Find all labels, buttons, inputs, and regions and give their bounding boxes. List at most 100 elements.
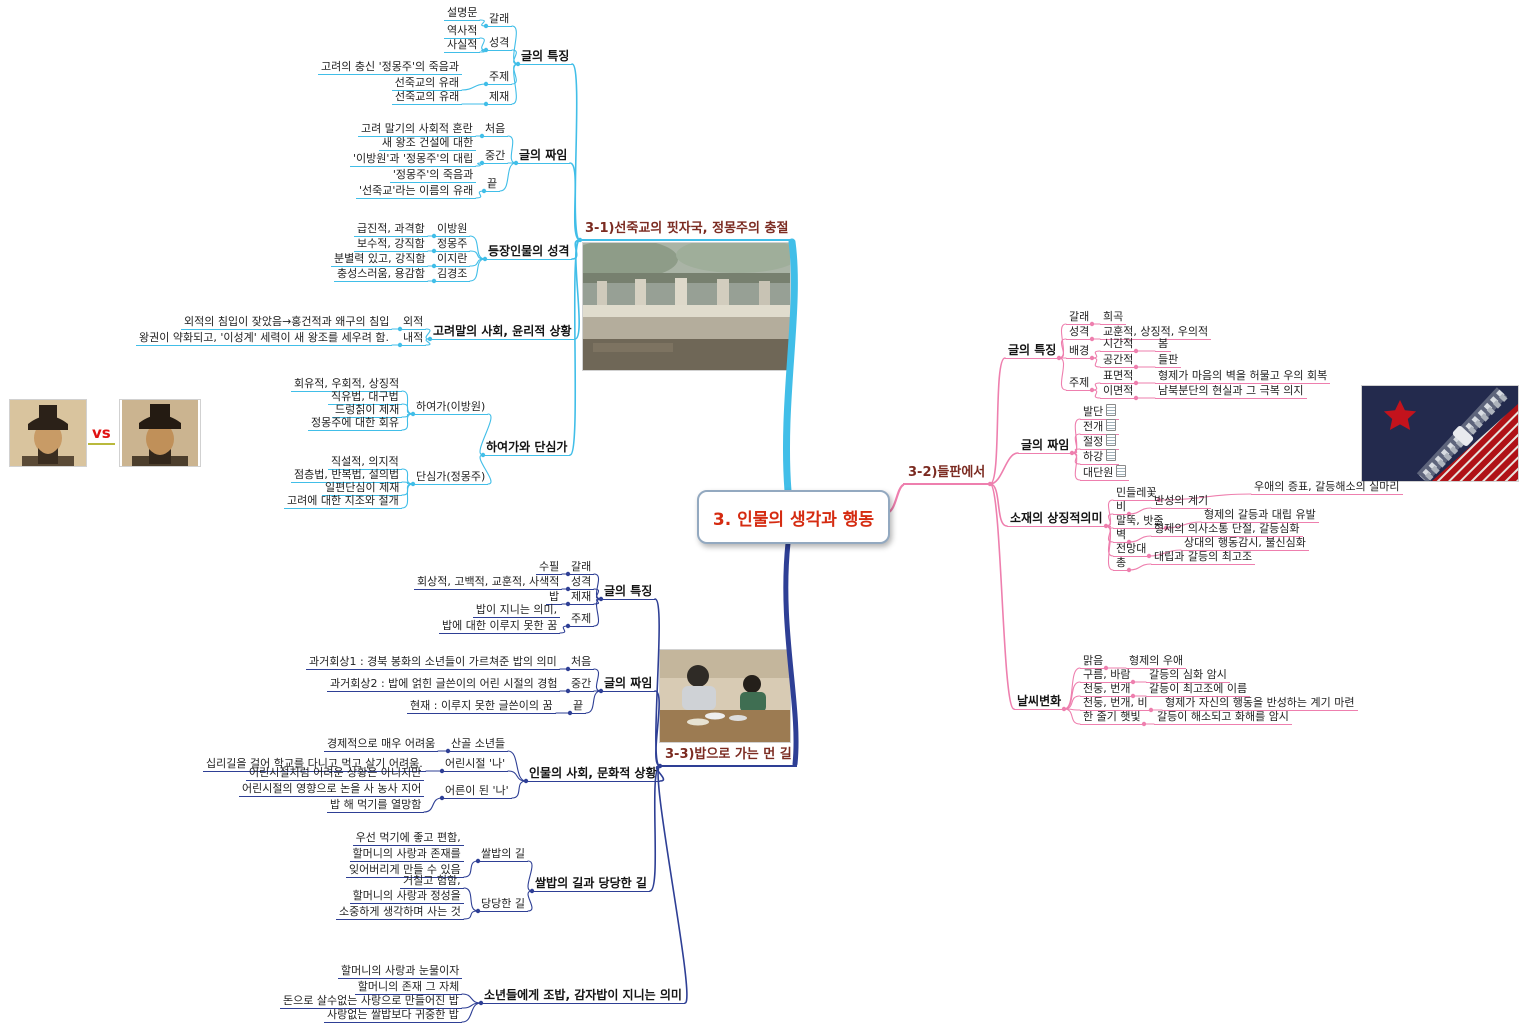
topic-3-3-features[interactable]: 글의 특징 <box>601 583 656 600</box>
mindmap-node-c2361[interactable]: 대립과 갈등의 최고조 <box>1151 549 1256 565</box>
mindmap-node-c1121[interactable]: 역사적 <box>444 23 481 39</box>
mindmap-node-c1331[interactable]: 분별력 있고, 강직함 <box>331 251 429 267</box>
portrait-left-photo[interactable] <box>10 400 86 466</box>
mindmap-node-k213[interactable]: 배경 <box>1066 343 1093 359</box>
mindmap-node-k2141[interactable]: 표면적 <box>1100 368 1137 384</box>
mindmap-node-k121[interactable]: 처음 <box>482 121 509 137</box>
mindmap-node-k332[interactable]: 어린시절 '나' <box>442 756 509 772</box>
mindmap-node-k211[interactable]: 갈래 <box>1066 309 1093 325</box>
mindmap-node-k241[interactable]: 맑음 <box>1080 653 1107 669</box>
mindmap-node-c2311[interactable]: 우애의 증표, 갈등해소의 실마리 <box>1251 479 1403 495</box>
mindmap-node-k311[interactable]: 갈래 <box>568 559 595 575</box>
mindmap-node-c1511[interactable]: 회유적, 우회적, 상징적 <box>291 376 403 392</box>
mindmap-node-c1321[interactable]: 보수적, 강직함 <box>354 236 428 252</box>
mindmap-node-k323[interactable]: 끝 <box>570 698 587 714</box>
mindmap-node-c1111[interactable]: 설명문 <box>444 5 481 21</box>
mindmap-node-c3311[interactable]: 경제적으로 매우 어려움 <box>324 736 439 752</box>
mindmap-node-k225[interactable]: 대단원 <box>1080 465 1130 481</box>
mindmap-node-c2111[interactable]: 희곡 <box>1100 309 1127 325</box>
mindmap-node-c1522[interactable]: 점층법, 반복법, 설의법 <box>291 467 403 483</box>
topic-3-2-symbols[interactable]: 소재의 상징적의미 <box>1007 510 1106 527</box>
mindmap-node-c21421[interactable]: 남북분단의 현실과 그 극복 의지 <box>1155 383 1307 399</box>
mindmap-node-k131[interactable]: 이방원 <box>434 221 471 237</box>
mindmap-node-c2411[interactable]: 형제의 우애 <box>1126 653 1187 669</box>
mindmap-node-c1524[interactable]: 고려에 대한 지조와 절개 <box>284 493 402 509</box>
mindmap-node-k134[interactable]: 김경조 <box>434 266 471 282</box>
mindmap-node-c21321[interactable]: 들판 <box>1155 352 1182 368</box>
mindmap-node-c3421[interactable]: 거칠고 험함, <box>400 873 464 889</box>
mindmap-node-c3221[interactable]: 과거회상2 : 밥에 얽힌 글쓴이의 어린 시절의 경험 <box>327 676 561 692</box>
mindmap-node-c3321[interactable]: 십리길을 걸어 학교를 다니고 먹고 살기 어려움. <box>203 756 426 772</box>
mindmap-node-c352[interactable]: 돈으로 살수없는 사랑으로 만들어진 밥 <box>280 993 462 1009</box>
mindmap-node-k242[interactable]: 구름, 바람 <box>1080 667 1134 683</box>
mindmap-node-k231[interactable]: 민들레꽃 <box>1113 485 1160 501</box>
mindmap-node-k321[interactable]: 처음 <box>568 654 595 670</box>
topic-3-1-hayeoga-dansimga[interactable]: 하여가와 단심가 <box>483 439 571 456</box>
mindmap-node-k224[interactable]: 하강 <box>1080 449 1120 465</box>
mindmap-node-c2351[interactable]: 상대의 행동감시, 불신심화 <box>1181 535 1309 551</box>
mindmap-node-c1311[interactable]: 급진적, 과격함 <box>354 221 428 237</box>
mindmap-node-k342[interactable]: 당당한 길 <box>478 896 528 912</box>
mindmap-node-c2441[interactable]: 형제가 자신의 행동을 반성하는 계기 마련 <box>1162 695 1358 711</box>
mindmap-node-k222[interactable]: 전개 <box>1080 419 1120 435</box>
mindmap-node-k114[interactable]: 제재 <box>486 89 513 105</box>
mindmap-node-k243[interactable]: 천둥, 번개 <box>1080 681 1134 697</box>
mindmap-node-k141[interactable]: 외적 <box>400 314 427 330</box>
branch-3-1-label[interactable]: 3-1)선죽교의 핏자국, 정몽주의 충절 <box>580 220 794 241</box>
mindmap-node-k133[interactable]: 이지란 <box>434 251 471 267</box>
topic-3-3-social-context[interactable]: 인물의 사회, 문화적 상황 <box>526 765 660 782</box>
mindmap-node-c2421[interactable]: 갈등의 심화 암시 <box>1146 667 1230 683</box>
mindmap-node-k322[interactable]: 중간 <box>568 676 595 692</box>
topic-3-3-meaning-of-rice[interactable]: 소년들에게 조밥, 감자밥이 지니는 의미 <box>481 987 685 1004</box>
family-meal-photo[interactable] <box>660 650 790 742</box>
mindmap-node-k314[interactable]: 주제 <box>568 611 595 627</box>
flag-zipper-photo[interactable] <box>1362 386 1518 484</box>
mindmap-node-k233[interactable]: 말뚝, 밧줄 <box>1113 513 1167 529</box>
mindmap-node-c2431[interactable]: 갈등이 최고조에 이름 <box>1146 681 1251 697</box>
mindmap-node-k111[interactable]: 갈래 <box>486 11 513 27</box>
mindmap-node-c1421[interactable]: 왕권이 약화되고, '이성계' 세력이 새 왕조를 세우려 함. <box>136 330 393 346</box>
mindmap-node-c3121[interactable]: 회상적, 고백적, 교훈적, 사색적 <box>414 574 563 590</box>
mindmap-node-k341[interactable]: 쌀밥의 길 <box>478 846 528 862</box>
topic-3-2-features[interactable]: 글의 특징 <box>1005 342 1060 359</box>
branch-3-3-label[interactable]: 3-3)밥으로 가는 먼 길 <box>660 746 797 767</box>
mindmap-node-c1341[interactable]: 충성스러움, 용감함 <box>334 266 428 282</box>
topic-3-1-structure[interactable]: 글의 짜임 <box>516 147 571 164</box>
mindmap-node-k221[interactable]: 발단 <box>1080 404 1120 420</box>
mindmap-node-k331[interactable]: 산골 소년들 <box>448 736 509 752</box>
topic-3-1-features[interactable]: 글의 특징 <box>518 48 573 65</box>
mindmap-node-k244[interactable]: 천둥, 번개, 비 <box>1080 695 1151 711</box>
mindmap-node-k232[interactable]: 비 <box>1113 499 1130 515</box>
mindmap-node-k234[interactable]: 벽 <box>1113 527 1130 543</box>
mindmap-node-k2131[interactable]: 시간적 <box>1100 336 1137 352</box>
mindmap-node-k122[interactable]: 중간 <box>482 148 509 164</box>
mindmap-node-c3141[interactable]: 밥이 지니는 의미,밥에 대한 이루지 못한 꿈 <box>439 602 561 634</box>
mindmap-node-c1211[interactable]: 고려 말기의 사회적 혼란 <box>358 121 476 137</box>
portrait-right-photo[interactable] <box>120 400 200 466</box>
topic-3-3-two-roads[interactable]: 쌀밥의 길과 당당한 길 <box>532 875 650 892</box>
mindmap-node-k313[interactable]: 제재 <box>568 589 595 605</box>
topic-3-1-characters[interactable]: 등장인물의 성격 <box>485 243 573 260</box>
topic-3-2-structure[interactable]: 글의 짜임 <box>1018 437 1073 454</box>
mindmap-node-c3131[interactable]: 밥 <box>546 589 563 605</box>
mindmap-node-c21311[interactable]: 봄 <box>1155 336 1172 352</box>
mindmap-node-k312[interactable]: 성격 <box>568 574 595 590</box>
mindmap-node-c3111[interactable]: 수필 <box>536 559 563 575</box>
topic-3-2-weather[interactable]: 날씨변화 <box>1014 693 1065 710</box>
mindmap-node-k333[interactable]: 어른이 된 '나' <box>442 783 512 799</box>
mindmap-node-c1141[interactable]: 선죽교의 유래 <box>392 89 463 105</box>
mindmap-node-k212[interactable]: 성격 <box>1066 324 1093 340</box>
mindmap-node-c1514[interactable]: 정몽주에 대한 회유 <box>308 415 402 431</box>
topic-3-3-structure[interactable]: 글의 짜임 <box>601 675 656 692</box>
mindmap-node-k214[interactable]: 주제 <box>1066 375 1093 391</box>
mindmap-node-c353[interactable]: 사랑없는 쌀밥보다 귀중한 밥 <box>324 1007 462 1023</box>
mindmap-node-k236[interactable]: 총 <box>1113 555 1130 571</box>
topic-3-1-social-context[interactable]: 고려말의 사회, 윤리적 상황 <box>430 323 575 340</box>
mindmap-node-k2142[interactable]: 이면적 <box>1100 383 1137 399</box>
mindmap-node-c1512[interactable]: 직유법, 대구법 <box>328 389 402 405</box>
mindmap-node-k151[interactable]: 하여가(이방원) <box>413 399 489 415</box>
mindmap-node-c2331[interactable]: 형제의 갈등과 대립 유발 <box>1201 507 1319 523</box>
mindmap-node-k152[interactable]: 단심가(정몽주) <box>413 469 489 485</box>
mindmap-node-k132[interactable]: 정몽주 <box>434 236 471 252</box>
